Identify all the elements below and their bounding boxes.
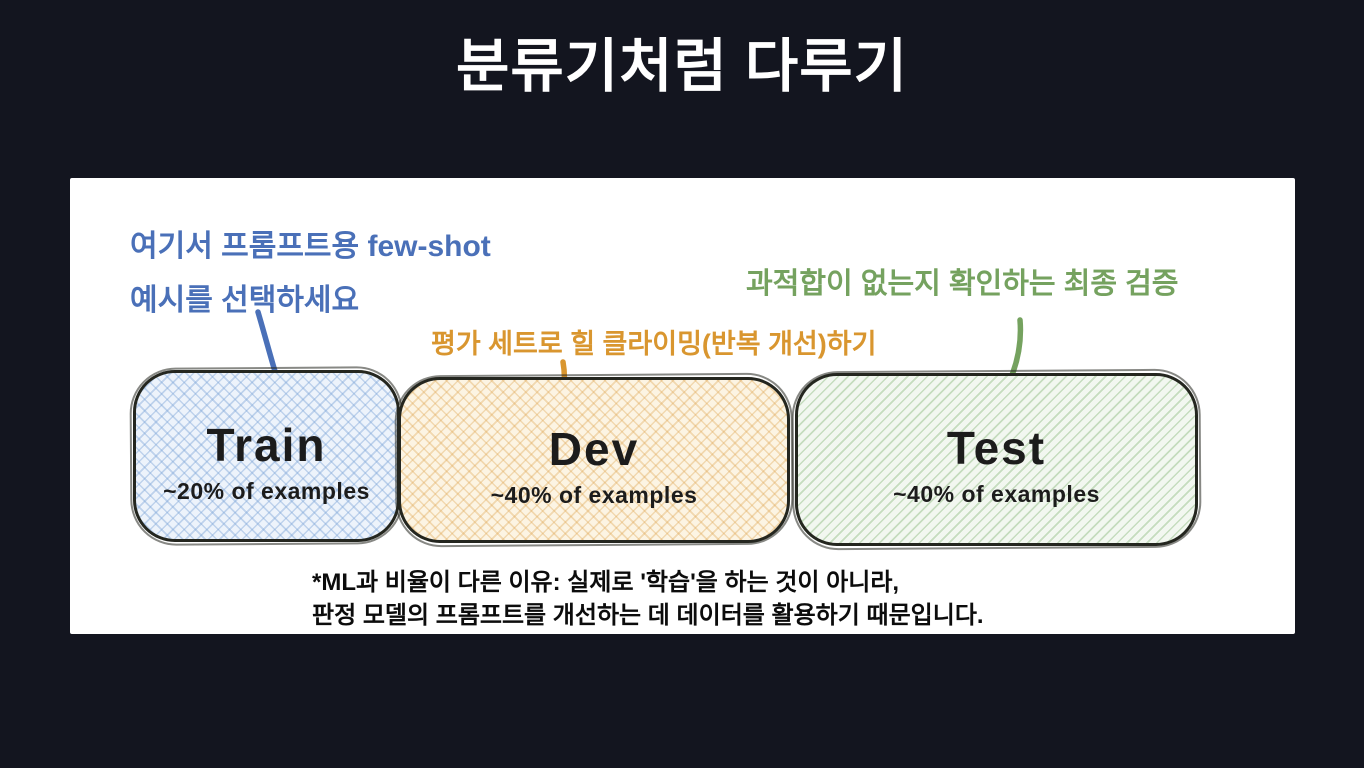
diagram-panel: 여기서 프롬프트용 few-shot 예시를 선택하세요 평가 세트로 힐 클라… [70, 178, 1295, 634]
dev-annotation: 평가 세트로 힐 클라이밍(반복 개선)하기 [431, 329, 877, 359]
test-box-label: Test [946, 422, 1047, 474]
footnote: *ML과 비율이 다른 이유: 실제로 '학습'을 하는 것이 아니라, 판정 … [312, 566, 984, 632]
train-annotation: 여기서 프롬프트용 few-shot 예시를 선택하세요 [130, 220, 491, 328]
footnote-line2: 판정 모델의 프롬프트를 개선하는 데 데이터를 활용하기 때문입니다. [312, 602, 984, 629]
train-box-label: Train [206, 418, 327, 471]
test-box-sublabel: ~40% of examples [893, 481, 1100, 507]
dev-box-label: Dev [548, 422, 640, 475]
test-annotation: 과적합이 없는지 확인하는 최종 검증 [746, 268, 1179, 300]
train-annotation-line2: 예시를 선택하세요 [130, 284, 360, 317]
test-box: Test ~40% of examples [795, 373, 1198, 546]
page-title: 분류기처럼 다루기 [456, 34, 908, 99]
train-box: Train ~20% of examples [133, 370, 400, 542]
train-box-sublabel: ~20% of examples [163, 477, 370, 504]
footnote-line1: *ML과 비율이 다른 이유: 실제로 '학습'을 하는 것이 아니라, [312, 569, 900, 596]
dev-box-sublabel: ~40% of examples [490, 481, 698, 508]
dev-box: Dev ~40% of examples [398, 377, 790, 543]
train-annotation-line1: 여기서 프롬프트용 few-shot [130, 230, 491, 263]
